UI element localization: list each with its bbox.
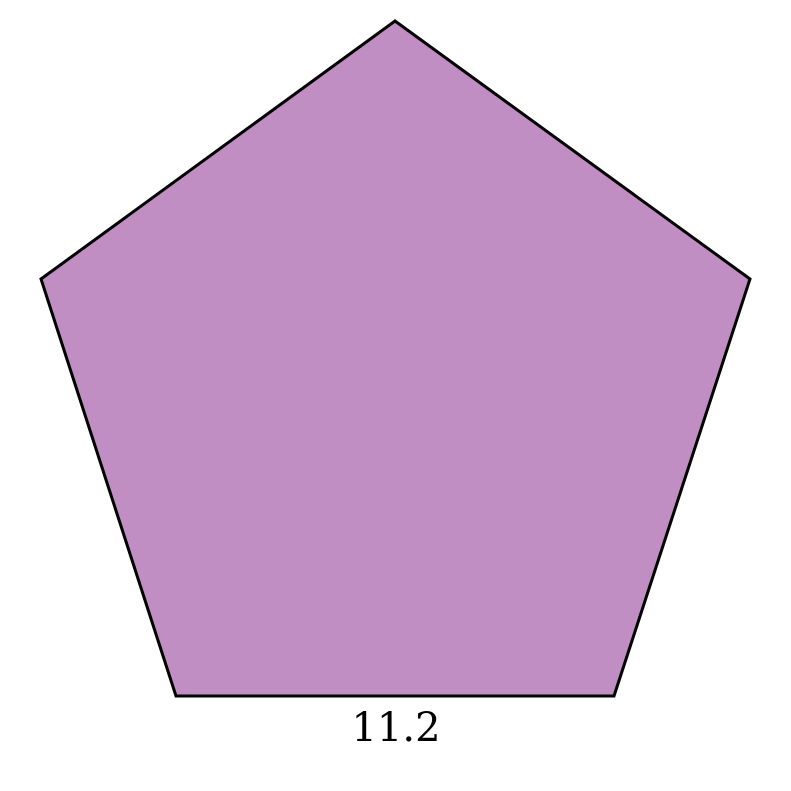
pentagon-shape bbox=[39, 19, 752, 698]
bottom-side-length-label: 11.2 bbox=[351, 705, 440, 751]
